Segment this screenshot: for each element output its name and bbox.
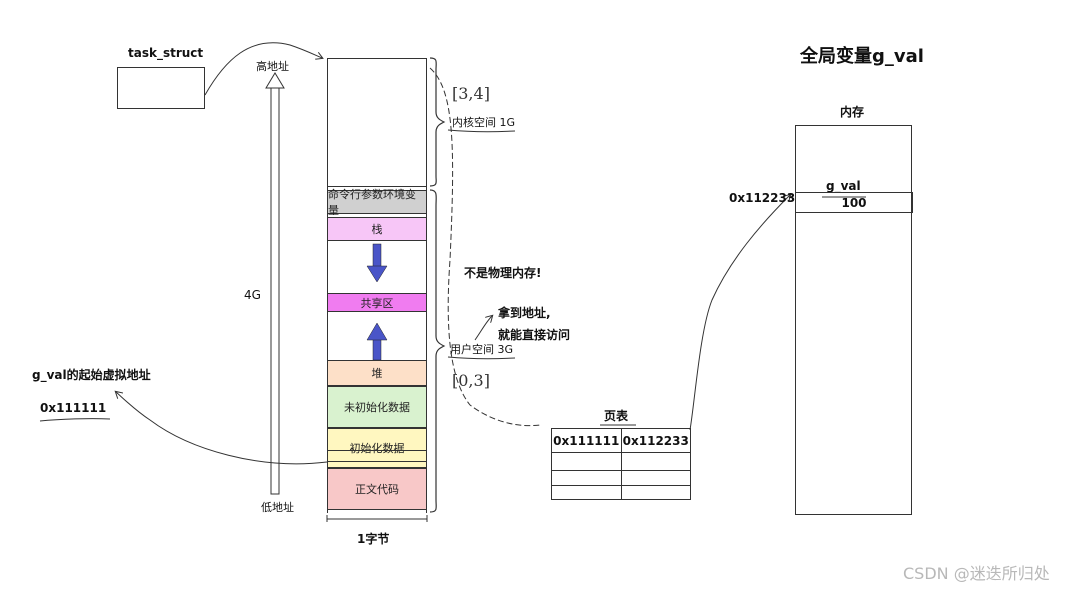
- segment-shared-label: 共享区: [360, 296, 394, 310]
- segment-bss: 未初始化数据: [327, 386, 427, 428]
- user-brace: [429, 189, 446, 513]
- user-space-label: 用户空间 3G: [450, 343, 514, 356]
- memory-var-name: g_val: [826, 179, 861, 193]
- segment-shared: 共享区: [327, 293, 427, 312]
- low-address-label: 低地址: [261, 501, 294, 514]
- table-row: [551, 452, 691, 470]
- page-table: 0x111111 0x112233: [551, 428, 691, 500]
- segment-stack-label: 栈: [371, 223, 383, 236]
- g-val-slot: [327, 450, 427, 462]
- heap-grow-arrow: [366, 322, 388, 361]
- task-struct-box: [117, 67, 205, 109]
- segment-args-env-label: 命令行参数环境变量: [328, 188, 416, 217]
- table-row: [551, 485, 691, 500]
- page-table-title: 页表: [604, 409, 629, 423]
- kernel-space-region: [327, 58, 427, 187]
- get-address-note-1: 拿到地址,: [498, 306, 551, 320]
- task-struct-pointer-line: [204, 42, 322, 96]
- segment-args-env: 命令行参数环境变量: [327, 188, 427, 217]
- segment-stack: 栈: [327, 217, 427, 241]
- size-4g-label: 4G: [244, 288, 261, 302]
- segment-data: 初始化数据: [327, 428, 427, 468]
- table-row: [551, 470, 691, 485]
- memory-title: 内存: [840, 105, 865, 119]
- page-table-virtual-cell: 0x111111: [552, 429, 622, 452]
- memory-box: [795, 125, 912, 515]
- mapping-curve: [429, 67, 541, 427]
- segment-data-label: 初始化数据: [349, 442, 405, 455]
- segment-bss-label: 未初始化数据: [344, 401, 410, 414]
- segment-text-label: 正文代码: [355, 483, 399, 496]
- kernel-range-note: [3,4]: [452, 84, 490, 103]
- high-address-label: 高地址: [256, 60, 289, 73]
- memory-heading: 全局变量g_val: [800, 46, 924, 67]
- virtual-address-value: 0x111111: [40, 401, 107, 415]
- page-table-physical-cell: [622, 486, 691, 499]
- page-table-physical-cell: [622, 471, 691, 485]
- virtual-address-title: g_val的起始虚拟地址: [32, 368, 151, 382]
- not-physical-note: 不是物理内存!: [464, 266, 542, 280]
- memory-var-cell: 100: [795, 192, 913, 213]
- kernel-brace: [429, 57, 446, 187]
- task-struct-label: task_struct: [128, 46, 204, 60]
- byte-width-label: 1字节: [357, 532, 390, 546]
- page-table-virtual-cell: [552, 471, 622, 485]
- virtual-address-pointer: [116, 392, 328, 465]
- page-table-to-memory-line: [689, 195, 790, 431]
- address-range-arrow: [265, 72, 285, 495]
- get-address-note-2: 就能直接访问: [498, 328, 571, 342]
- watermark: CSDN @迷迭所归处: [903, 564, 1050, 583]
- table-row: 0x111111 0x112233: [551, 428, 691, 452]
- page-table-virtual-cell: [552, 486, 622, 499]
- segment-heap-label: 堆: [371, 367, 383, 380]
- segment-heap: 堆: [327, 360, 427, 386]
- kernel-space-label: 内核空间 1G: [452, 116, 516, 129]
- page-table-physical-cell: 0x112233: [622, 433, 689, 448]
- page-table-physical-cell: [622, 453, 691, 470]
- segment-text: 正文代码: [327, 468, 427, 510]
- user-range-note: [0,3]: [452, 371, 490, 390]
- stack-grow-arrow: [366, 243, 388, 283]
- page-table-virtual-cell: [552, 453, 622, 470]
- memory-address-label: 0x112233: [729, 191, 796, 205]
